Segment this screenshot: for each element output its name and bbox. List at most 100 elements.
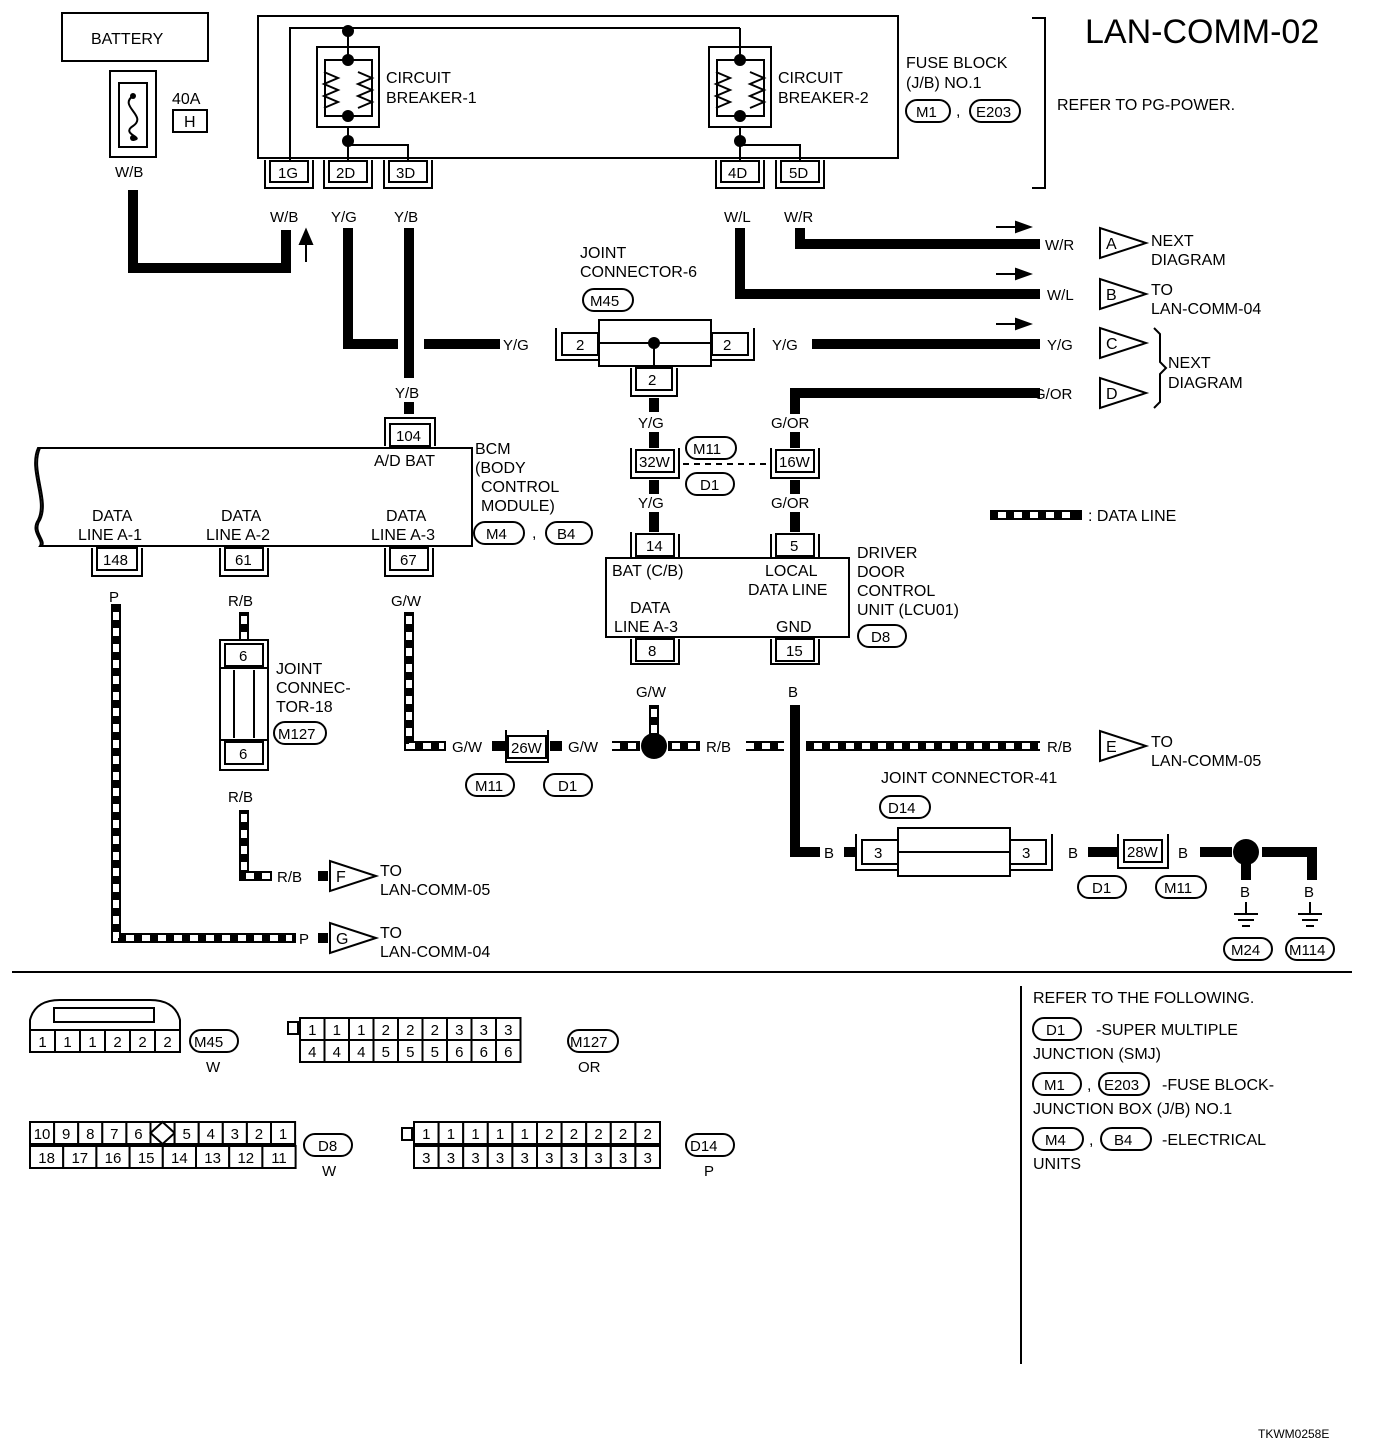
- m127-code: M127: [570, 1034, 608, 1051]
- smj-26w-code-m11: M11: [475, 778, 503, 795]
- ddcu-local-1: LOCAL: [765, 563, 818, 580]
- ground-m24: M24: [1223, 902, 1273, 961]
- d14-pin: 1: [521, 1126, 529, 1143]
- bcm-title-2: (BODY: [475, 460, 526, 477]
- wire-label-gw-26w-right: G/W: [568, 739, 599, 756]
- d8-pin: 16: [105, 1150, 122, 1167]
- wire-yg-2d: [343, 228, 398, 349]
- d8-pin: 13: [204, 1150, 221, 1167]
- refer-d1-text-2: JUNCTION (SMJ): [1033, 1046, 1161, 1063]
- offpage-c-letter: C: [1106, 336, 1118, 353]
- bcm-dl2-1: DATA: [221, 508, 262, 525]
- offpage-a: A NEXT DIAGRAM: [1099, 226, 1226, 269]
- image-code: TKWM0258E: [1258, 1427, 1329, 1441]
- wire-label-gw-ddcu: G/W: [636, 684, 667, 701]
- m127-pin: 1: [357, 1022, 365, 1039]
- wire-label-rb-splice: R/B: [706, 739, 731, 756]
- m127-pin: 5: [406, 1044, 414, 1061]
- ddcu-title-3: CONTROL: [857, 583, 935, 600]
- bcm-title-1: BCM: [475, 441, 511, 458]
- ground-m114-code: M114: [1289, 942, 1325, 959]
- refer-fb-text-1: -FUSE BLOCK-: [1162, 1077, 1274, 1094]
- d8-pin: 5: [182, 1126, 190, 1143]
- cb1-label-1: CIRCUIT: [386, 70, 451, 87]
- wire-label-rb-61: R/B: [228, 593, 253, 610]
- offpage-cd-text-2: DIAGRAM: [1168, 375, 1243, 392]
- wire-label-rb-jc18: R/B: [228, 789, 253, 806]
- d14-code: D14: [690, 1138, 718, 1155]
- wire-label-wl-b: W/L: [1047, 287, 1074, 304]
- bcm-pin-61: 61: [235, 552, 252, 569]
- m45-pin: 1: [63, 1034, 71, 1051]
- bcm-title-3: CONTROL: [481, 479, 559, 496]
- d8-pin: 12: [237, 1150, 254, 1167]
- fuse-block-title-2: (J/B) NO.1: [906, 75, 982, 92]
- wire-label-gor-d: G/OR: [1034, 386, 1073, 403]
- wire-label-yb: Y/B: [394, 209, 418, 226]
- d14-pin: 3: [521, 1150, 529, 1167]
- refer-m1-code: M1: [1044, 1077, 1065, 1094]
- jc18-title-2: CONNEC-: [276, 680, 351, 697]
- jc41-code: D14: [888, 800, 916, 817]
- jc18-code: M127: [278, 726, 316, 743]
- jc6-title-2: CONNECTOR-6: [580, 264, 697, 281]
- d14-cell: [634, 1121, 662, 1145]
- ddcu-bat: BAT (C/B): [612, 563, 683, 580]
- smj-26w: 26W M11 D1: [465, 730, 593, 797]
- bcm-dl3-1: DATA: [386, 508, 427, 525]
- svg-text:,: ,: [532, 525, 536, 542]
- offpage-e-letter: E: [1106, 739, 1117, 756]
- ddcu-title-1: DRIVER: [857, 545, 917, 562]
- d14-pin: 1: [471, 1126, 479, 1143]
- d8-cell: [270, 1121, 297, 1145]
- m127-pin: 3: [504, 1022, 512, 1039]
- d8-pin: 18: [38, 1150, 55, 1167]
- pin-1g: 1G: [278, 165, 298, 182]
- wire-label-wb-2: W/B: [270, 209, 298, 226]
- m45-pin: 1: [38, 1034, 46, 1051]
- legend-data-line: : DATA LINE: [990, 508, 1176, 525]
- wire-label-rb-f: R/B: [277, 869, 302, 886]
- m127-pin: 1: [308, 1022, 316, 1039]
- jc6-code: M45: [590, 293, 619, 310]
- d14-pin: 1: [496, 1126, 504, 1143]
- offpage-b: B TO LAN-COMM-04: [1099, 277, 1261, 318]
- d8-pin: 4: [207, 1126, 215, 1143]
- ddcu-gnd: GND: [776, 619, 812, 636]
- smj-28w: 28W D1 M11: [1077, 834, 1207, 899]
- wire-battery-wb: [128, 190, 291, 273]
- jc6-pin-bottom: 2: [648, 372, 656, 389]
- d14-pin: 2: [644, 1126, 652, 1143]
- refer-fb-text-2: JUNCTION BOX (J/B) NO.1: [1033, 1101, 1232, 1118]
- ddcu-dl3-1: DATA: [630, 600, 671, 617]
- bcm-code-m4: M4: [486, 526, 507, 543]
- jc18-title-1: JOINT: [276, 661, 322, 678]
- d8-pin: 11: [271, 1150, 287, 1167]
- d8-code: D8: [318, 1138, 337, 1155]
- m127-pin: 4: [333, 1044, 341, 1061]
- wire-label-b-ddcu: B: [788, 684, 798, 701]
- pin-5d: 5D: [789, 165, 808, 182]
- svg-text:,: ,: [956, 103, 960, 120]
- ddcu-pin-14: 14: [646, 538, 663, 555]
- pin-32w: 32W: [639, 454, 671, 471]
- d14-pin: 3: [422, 1150, 430, 1167]
- jc18-title-3: TOR-18: [276, 699, 333, 716]
- bcm-dl3-2: LINE A-3: [371, 527, 435, 544]
- m127-pin: 3: [480, 1022, 488, 1039]
- cb2-label-2: BREAKER-2: [778, 90, 869, 107]
- d8-pin: 6: [134, 1126, 142, 1143]
- m127-pin: 6: [455, 1044, 463, 1061]
- ddcu-dl3-2: LINE A-3: [614, 619, 678, 636]
- bcm-dl2-2: LINE A-2: [206, 527, 270, 544]
- jc41-pin-right: 3: [1022, 845, 1030, 862]
- m127-color: OR: [578, 1059, 601, 1076]
- offpage-g-letter: G: [336, 931, 348, 948]
- d8-pin: 7: [110, 1126, 118, 1143]
- fuse-amperage: 40A: [172, 91, 201, 108]
- d8-pin: 15: [138, 1150, 155, 1167]
- jc6-title-1: JOINT: [580, 245, 626, 262]
- bcm-pin-67: 67: [400, 552, 417, 569]
- wire-label-b-28w: B: [1178, 845, 1188, 862]
